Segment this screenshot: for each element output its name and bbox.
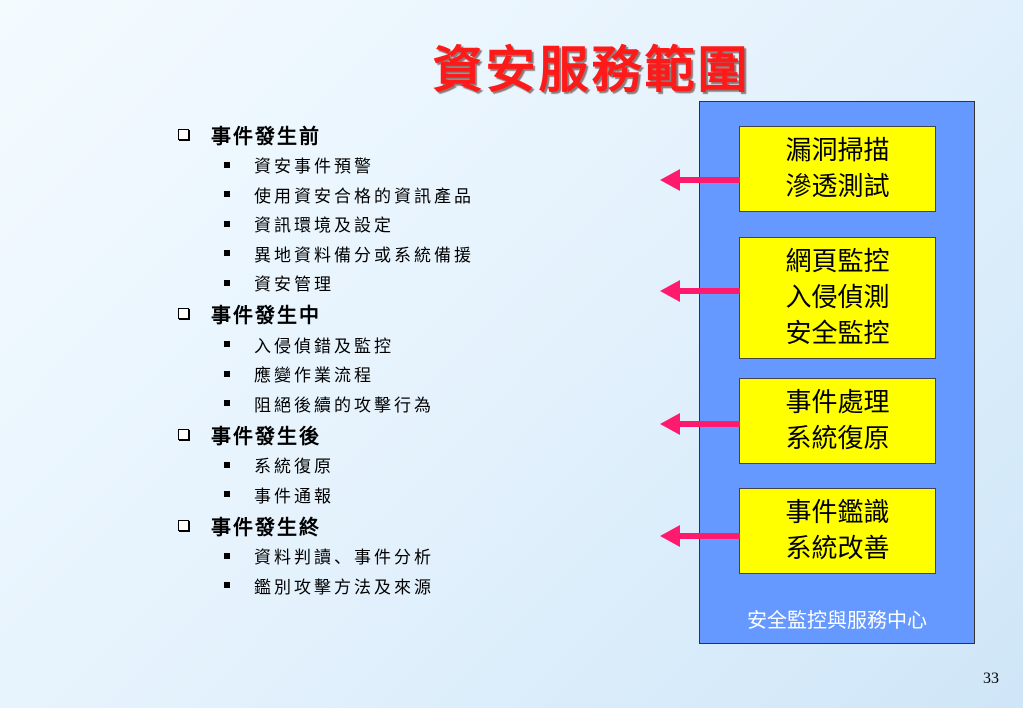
list-item-text: 資安事件預警 xyxy=(254,157,374,178)
filled-square-icon xyxy=(224,191,230,198)
section-heading-text: 事件發生中 xyxy=(211,303,321,327)
service-box-scanning: 漏洞掃描 滲透測試 xyxy=(739,126,936,212)
list-item: 資安管理 xyxy=(178,268,678,298)
list-item: 資訊環境及設定 xyxy=(178,209,678,239)
list-item-text: 系統復原 xyxy=(254,457,334,478)
page-number: 33 xyxy=(983,670,999,687)
list-item-text: 使用資安合格的資訊產品 xyxy=(254,186,474,207)
filled-square-icon xyxy=(224,341,230,348)
filled-square-icon xyxy=(224,250,230,257)
left-arrow-icon xyxy=(660,280,740,302)
list-item: 系統復原 xyxy=(178,450,678,480)
section-items: 資料判讀、事件分析 鑑別攻擊方法及來源 xyxy=(178,541,678,600)
section-heading: 事件發生前 xyxy=(178,118,678,150)
service-box-line: 系統改善 xyxy=(785,534,890,564)
panel-caption: 安全監控與服務中心 xyxy=(747,608,927,632)
filled-square-icon xyxy=(224,370,230,377)
section-heading-text: 事件發生前 xyxy=(211,123,321,148)
service-box-forensics: 事件鑑識 系統改善 xyxy=(739,488,936,574)
list-item: 資安事件預警 xyxy=(178,150,678,180)
section-after: 事件發生後 系統復原 事件通報 xyxy=(178,418,678,509)
hollow-square-icon xyxy=(178,308,189,319)
service-box-line: 入侵偵測 xyxy=(785,283,890,313)
filled-square-icon xyxy=(224,161,230,168)
list-item: 應變作業流程 xyxy=(178,359,678,389)
section-heading: 事件發生後 xyxy=(178,418,678,450)
hollow-square-icon xyxy=(178,519,189,531)
service-box-line: 安全監控 xyxy=(785,319,890,349)
list-item-text: 資料判讀、事件分析 xyxy=(254,548,434,569)
list-item: 資料判讀、事件分析 xyxy=(178,541,678,571)
list-item: 使用資安合格的資訊產品 xyxy=(178,180,678,210)
left-arrow-icon xyxy=(660,169,740,191)
list-item-text: 資安管理 xyxy=(254,275,334,296)
hollow-square-icon xyxy=(178,428,189,440)
list-item: 阻絕後續的攻擊行為 xyxy=(178,389,678,419)
list-item-text: 異地資料備分或系統備援 xyxy=(254,245,474,266)
left-arrow-icon xyxy=(660,413,740,435)
list-item-text: 鑑別攻擊方法及來源 xyxy=(254,577,434,598)
section-before: 事件發生前 資安事件預警 使用資安合格的資訊產品 資訊環境及設定 異地資料備分或… xyxy=(178,118,678,298)
section-items: 資安事件預警 使用資安合格的資訊產品 資訊環境及設定 異地資料備分或系統備援 資… xyxy=(178,150,678,298)
section-during: 事件發生中 入侵偵錯及監控 應變作業流程 阻絕後續的攻擊行為 xyxy=(178,298,678,419)
list-item: 鑑別攻擊方法及來源 xyxy=(178,571,678,601)
filled-square-icon xyxy=(224,552,230,559)
section-heading: 事件發生終 xyxy=(178,509,678,541)
section-items: 入侵偵錯及監控 應變作業流程 阻絕後續的攻擊行為 xyxy=(178,330,678,419)
list-item: 異地資料備分或系統備援 xyxy=(178,239,678,269)
list-item-text: 應變作業流程 xyxy=(254,366,374,387)
filled-square-icon xyxy=(224,461,230,468)
phase-outline: 事件發生前 資安事件預警 使用資安合格的資訊產品 資訊環境及設定 異地資料備分或… xyxy=(178,118,678,600)
slide-title: 資安服務範圍 xyxy=(432,40,751,99)
section-heading-text: 事件發生後 xyxy=(211,423,321,448)
service-box-line: 網頁監控 xyxy=(785,247,890,277)
service-center-panel: 漏洞掃描 滲透測試 網頁監控 入侵偵測 安全監控 事件處理 系統復原 事件鑑識 … xyxy=(699,101,975,644)
section-heading-text: 事件發生終 xyxy=(211,514,321,539)
filled-square-icon xyxy=(224,582,230,589)
filled-square-icon xyxy=(224,491,230,498)
section-items: 系統復原 事件通報 xyxy=(178,450,678,509)
left-arrow-icon xyxy=(660,525,740,547)
service-box-incident-handling: 事件處理 系統復原 xyxy=(739,378,936,464)
service-box-line: 事件處理 xyxy=(785,388,890,418)
list-item: 事件通報 xyxy=(178,480,678,510)
filled-square-icon xyxy=(224,279,230,286)
service-box-line: 滲透測試 xyxy=(785,172,890,202)
list-item-text: 入侵偵錯及監控 xyxy=(254,336,394,357)
list-item-text: 資訊環境及設定 xyxy=(254,216,394,237)
filled-square-icon xyxy=(224,400,230,407)
hollow-square-icon xyxy=(178,128,189,140)
section-end: 事件發生終 資料判讀、事件分析 鑑別攻擊方法及來源 xyxy=(178,509,678,600)
list-item-text: 事件通報 xyxy=(254,486,334,507)
service-box-monitoring: 網頁監控 入侵偵測 安全監控 xyxy=(739,237,936,359)
section-heading: 事件發生中 xyxy=(178,298,678,330)
service-box-line: 事件鑑識 xyxy=(785,498,890,528)
filled-square-icon xyxy=(224,220,230,227)
list-item-text: 阻絕後續的攻擊行為 xyxy=(254,395,434,416)
service-box-line: 系統復原 xyxy=(785,424,890,454)
list-item: 入侵偵錯及監控 xyxy=(178,330,678,360)
service-box-line: 漏洞掃描 xyxy=(785,136,890,166)
